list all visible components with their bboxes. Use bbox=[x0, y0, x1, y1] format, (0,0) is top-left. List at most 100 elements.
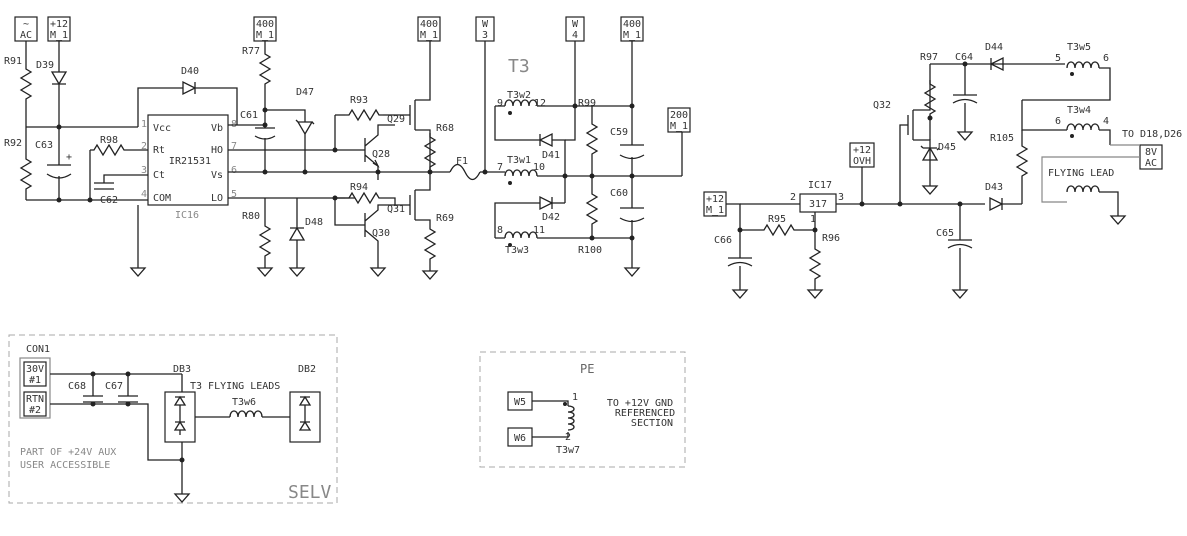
svg-text:R105: R105 bbox=[990, 133, 1014, 144]
svg-text:~: ~ bbox=[23, 19, 29, 30]
svg-text:6: 6 bbox=[231, 165, 237, 176]
svg-text:R100: R100 bbox=[578, 245, 602, 256]
svg-text:IC16: IC16 bbox=[175, 210, 199, 221]
q31-mosfet: Q31 bbox=[387, 172, 431, 225]
svg-text:T3w7: T3w7 bbox=[556, 445, 580, 456]
m200-label: 200 M_1 bbox=[667, 107, 691, 133]
svg-text:200: 200 bbox=[670, 110, 688, 121]
svg-text:Q30: Q30 bbox=[372, 228, 390, 239]
svg-text:W: W bbox=[572, 19, 579, 30]
svg-text:C66: C66 bbox=[714, 235, 732, 246]
svg-text:W5: W5 bbox=[514, 397, 526, 408]
svg-text:W6: W6 bbox=[514, 433, 526, 444]
t3w5-winding: T3w5 5 6 bbox=[1055, 42, 1111, 80]
r80-resistor: R80 bbox=[242, 198, 273, 277]
svg-text:R98: R98 bbox=[100, 135, 118, 146]
r105-resistor: R105 bbox=[990, 130, 1028, 204]
svg-text:RTN: RTN bbox=[26, 394, 44, 405]
svg-text:T3w5: T3w5 bbox=[1067, 42, 1091, 53]
svg-text:D41: D41 bbox=[542, 150, 560, 161]
svg-text:FLYING LEAD: FLYING LEAD bbox=[1048, 168, 1114, 179]
svg-text:6: 6 bbox=[1055, 116, 1061, 127]
svg-text:CON1: CON1 bbox=[26, 344, 50, 355]
ic16-chip: Vcc Rt Ct COM Vb HO Vs LO 1 2 3 4 8 7 6 … bbox=[141, 114, 237, 221]
svg-text:D43: D43 bbox=[985, 182, 1003, 193]
svg-text:400: 400 bbox=[623, 19, 641, 30]
svg-text:Q28: Q28 bbox=[372, 149, 390, 160]
m12-label: +12 M_1 bbox=[47, 16, 71, 42]
d44-diode: D44 bbox=[985, 42, 1065, 72]
svg-text:D44: D44 bbox=[985, 42, 1003, 53]
t3w4-winding: T3w4 6 4 bbox=[1021, 100, 1111, 145]
svg-text:M_1: M_1 bbox=[256, 30, 274, 41]
junctions-right bbox=[737, 61, 968, 233]
pe-boundary bbox=[479, 351, 686, 468]
svg-text:#2: #2 bbox=[29, 405, 41, 416]
svg-text:LO: LO bbox=[211, 193, 223, 204]
selv-label: SELV bbox=[288, 482, 332, 503]
svg-text:OVH: OVH bbox=[853, 156, 871, 167]
t3w1-winding: T3w1 7 10 bbox=[497, 155, 682, 185]
svg-text:R92: R92 bbox=[4, 138, 22, 149]
svg-text:Vs: Vs bbox=[211, 170, 223, 181]
svg-text:30V: 30V bbox=[26, 364, 44, 375]
svg-text:12: 12 bbox=[534, 98, 546, 109]
r100-resistor: R100 bbox=[578, 176, 602, 256]
svg-text:DB2: DB2 bbox=[298, 364, 316, 375]
svg-text:D45: D45 bbox=[938, 142, 956, 153]
d40-diode: D40 bbox=[181, 66, 238, 125]
svg-text:#1: #1 bbox=[29, 375, 41, 386]
svg-text:2: 2 bbox=[565, 432, 571, 443]
q29-mosfet: Q29 bbox=[387, 41, 431, 172]
q30-transistor: Q30 bbox=[355, 204, 395, 277]
svg-text:M_1: M_1 bbox=[50, 30, 68, 41]
svg-text:400: 400 bbox=[256, 19, 274, 30]
svg-text:M_1: M_1 bbox=[623, 30, 641, 41]
r91-resistor: R91 bbox=[4, 41, 32, 127]
db2-bridge: DB2 bbox=[289, 364, 321, 443]
svg-text:Q31: Q31 bbox=[387, 204, 405, 215]
w5-terminal: W5 bbox=[507, 391, 533, 411]
svg-text:3: 3 bbox=[482, 30, 488, 41]
pe-note-line2: REFERENCED bbox=[615, 408, 675, 419]
svg-text:D39: D39 bbox=[36, 60, 54, 71]
svg-text:T3w6: T3w6 bbox=[232, 397, 256, 408]
d45-zener: D45 bbox=[920, 142, 956, 195]
db3-bridge: DB3 bbox=[164, 364, 196, 443]
svg-text:M_1: M_1 bbox=[670, 121, 688, 132]
w3-label: W 3 bbox=[475, 16, 495, 42]
t3w7-winding: 1 2 T3w7 bbox=[532, 392, 580, 456]
svg-text:4: 4 bbox=[1103, 116, 1109, 127]
svg-text:C65: C65 bbox=[936, 228, 954, 239]
c68-capacitor: C68 bbox=[68, 374, 103, 404]
r68-resistor: R68 bbox=[424, 123, 454, 172]
svg-text:C60: C60 bbox=[610, 188, 628, 199]
svg-text:T3w1: T3w1 bbox=[507, 155, 531, 166]
svg-text:+12: +12 bbox=[50, 19, 68, 30]
pe-note-line1: TO +12V GND bbox=[607, 398, 673, 409]
selv-note-line1: PART OF +24V AUX bbox=[20, 447, 116, 458]
con1-connector: CON1 30V #1 RTN #2 bbox=[19, 344, 51, 419]
ic17-regulator: 317 IC17 2 3 1 bbox=[790, 180, 844, 225]
svg-text:11: 11 bbox=[533, 225, 545, 236]
svg-text:400: 400 bbox=[420, 19, 438, 30]
svg-text:Vcc: Vcc bbox=[153, 123, 171, 134]
svg-text:3: 3 bbox=[141, 165, 147, 176]
svg-text:Vb: Vb bbox=[211, 123, 223, 134]
svg-text:C61: C61 bbox=[240, 110, 258, 121]
c61-capacitor: C61 bbox=[240, 110, 276, 172]
svg-text:10: 10 bbox=[533, 162, 545, 173]
r69-resistor: R69 bbox=[422, 213, 454, 280]
q28-transistor: Q28 bbox=[355, 124, 395, 180]
svg-text:D42: D42 bbox=[542, 212, 560, 223]
svg-text:R80: R80 bbox=[242, 211, 260, 222]
svg-text:AC: AC bbox=[1145, 158, 1157, 169]
c59-capacitor: C59 bbox=[610, 127, 645, 176]
c66-capacitor: C66 bbox=[714, 230, 753, 299]
svg-text:Rt: Rt bbox=[153, 145, 165, 156]
svg-text:1: 1 bbox=[810, 214, 816, 225]
w6-terminal: W6 bbox=[507, 427, 533, 447]
svg-text:Ct: Ct bbox=[153, 170, 165, 181]
m400a-label: 400 M_1 bbox=[253, 16, 277, 42]
